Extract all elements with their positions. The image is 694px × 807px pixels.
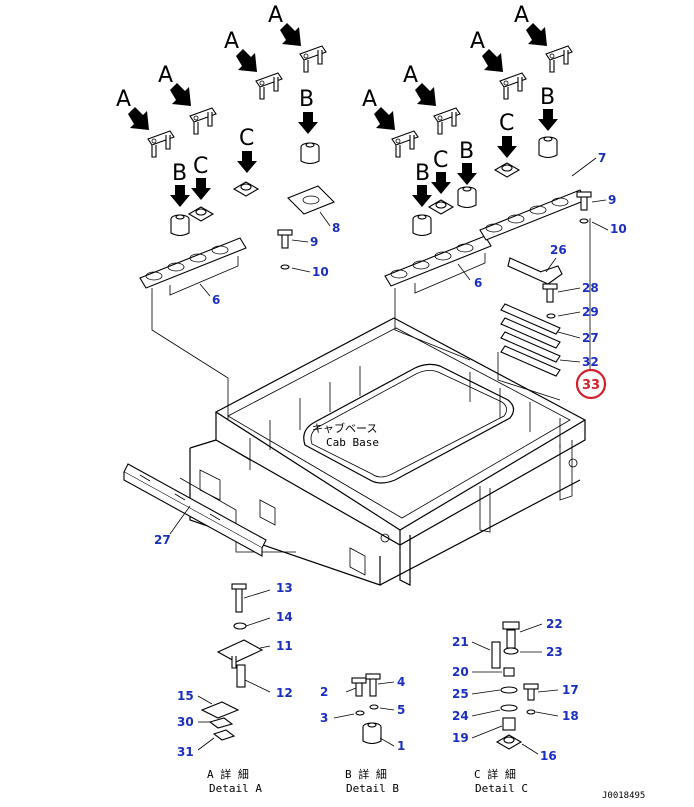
callout-22: 22 — [546, 617, 563, 631]
callout-16: 16 — [540, 749, 557, 763]
callout-5: 5 — [397, 703, 405, 717]
callout-8: 8 — [332, 221, 340, 235]
label-a: A — [158, 63, 173, 88]
callout-18: 18 — [562, 709, 579, 723]
callout-19: 19 — [452, 731, 469, 745]
label-c: C — [499, 111, 514, 136]
callout-29: 29 — [582, 305, 599, 319]
label-a: A — [116, 87, 131, 112]
detail-c — [491, 621, 539, 750]
callout-leaders — [169, 157, 609, 755]
callout-7: 7 — [598, 151, 606, 165]
highlighted-callout-33[interactable]: 33 — [575, 368, 607, 400]
detail-captions: A 詳 細 Detail A B 詳 細 Detail B C 詳 細 Deta… — [207, 767, 645, 801]
callout-4: 4 — [397, 675, 405, 689]
detail-c-jp: C 詳 細 — [474, 767, 516, 781]
callout-10: 10 — [610, 222, 627, 236]
letter-markers-right: A A A A B C B C B — [362, 3, 558, 207]
callout-13: 13 — [276, 581, 293, 595]
callout-1: 1 — [397, 739, 405, 753]
callout-28: 28 — [582, 281, 599, 295]
callout-25: 25 — [452, 687, 469, 701]
callout-3: 3 — [320, 711, 328, 725]
callout-26: 26 — [550, 243, 567, 257]
callout-17: 17 — [562, 683, 579, 697]
callout-2: 2 — [320, 685, 328, 699]
callout-6: 6 — [212, 293, 220, 307]
rail-part — [123, 463, 267, 557]
callout-14: 14 — [276, 610, 293, 624]
label-a: A — [268, 3, 283, 28]
callout-numbers: 6 6 7 8 9 9 10 10 26 28 29 27 32 27 13 1… — [154, 151, 627, 763]
detail-c-en: Detail C — [475, 782, 528, 795]
letter-markers-left: A A A A B C C B — [116, 3, 318, 207]
detail-a-en: Detail A — [209, 782, 262, 795]
leader-lines — [151, 218, 591, 553]
shim-stack — [500, 257, 563, 377]
callout-15: 15 — [177, 689, 194, 703]
label-a: A — [470, 29, 485, 54]
cab-base-jp-label: キャブベース — [312, 421, 377, 435]
label-b: B — [415, 161, 430, 186]
label-c: C — [193, 154, 208, 179]
callout-27: 27 — [154, 533, 171, 547]
callout-6: 6 — [474, 276, 482, 290]
upper-parts — [139, 45, 592, 296]
cab-base-en-label: Cab Base — [326, 436, 379, 449]
label-a: A — [403, 63, 418, 88]
callout-9: 9 — [310, 235, 318, 249]
highlighted-callout-label: 33 — [582, 378, 600, 393]
callout-11: 11 — [276, 639, 293, 653]
drawing-code: J0018495 — [602, 791, 645, 801]
callout-27: 27 — [582, 331, 599, 345]
callout-21: 21 — [452, 635, 469, 649]
label-b: B — [172, 161, 187, 186]
callout-24: 24 — [452, 709, 469, 723]
callout-30: 30 — [177, 715, 194, 729]
label-c: C — [433, 148, 448, 173]
callout-31: 31 — [177, 745, 194, 759]
callout-9: 9 — [608, 193, 616, 207]
detail-a — [200, 583, 271, 741]
detail-b — [351, 673, 382, 745]
callout-10: 10 — [312, 265, 329, 279]
label-a: A — [224, 29, 239, 54]
label-a: A — [362, 87, 377, 112]
callout-32: 32 — [582, 355, 599, 369]
label-a: A — [514, 3, 529, 28]
detail-a-jp: A 詳 細 — [207, 767, 249, 781]
label-b: B — [540, 85, 555, 110]
detail-b-jp: B 詳 細 — [345, 767, 387, 781]
label-b: B — [459, 139, 474, 164]
label-b: B — [299, 87, 314, 112]
label-c: C — [239, 126, 254, 151]
callout-23: 23 — [546, 645, 563, 659]
cab-base-frame: キャブベース Cab Base — [189, 317, 587, 586]
detail-b-en: Detail B — [346, 782, 399, 795]
callout-12: 12 — [276, 686, 293, 700]
callout-20: 20 — [452, 665, 469, 679]
